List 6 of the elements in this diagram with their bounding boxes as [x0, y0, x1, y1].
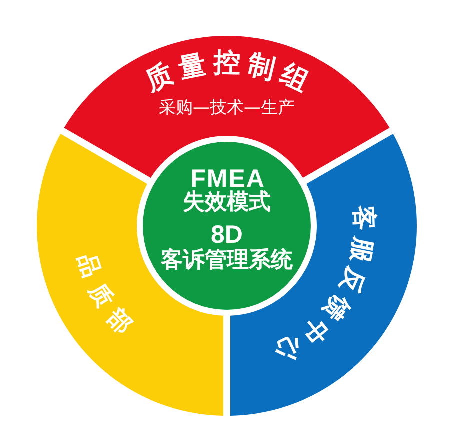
- center-text: 失效模式: [183, 190, 271, 216]
- segment-subtitle: 采购—技术—生产: [159, 100, 295, 116]
- center-circle: [143, 142, 311, 310]
- center-text: 8D: [211, 220, 243, 249]
- segment-title: 品质部: [72, 250, 145, 348]
- center-text: 客诉管理系统: [161, 248, 293, 274]
